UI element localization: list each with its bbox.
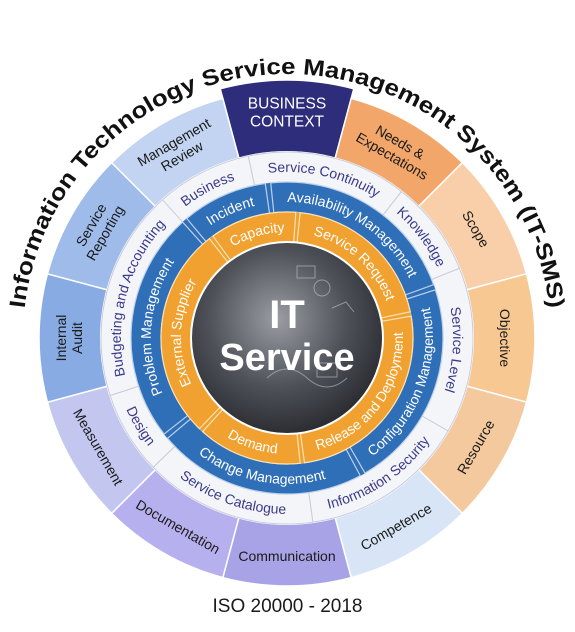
outer-segment-label: Objective (497, 309, 513, 368)
outer-segment: InternalAudit (38, 272, 109, 404)
standard-footer: ISO 20000 - 2018 (212, 596, 363, 617)
outer-segment-label: Communication (238, 548, 335, 564)
center-title-line2: Service (219, 337, 354, 379)
outer-segment: Objective (465, 272, 536, 404)
outer-segment: Communication (221, 516, 353, 587)
center-title-line1: IT (269, 293, 305, 337)
outer-segment-label: InternalAudit (53, 315, 85, 362)
center-sketch-decoration (266, 265, 355, 388)
